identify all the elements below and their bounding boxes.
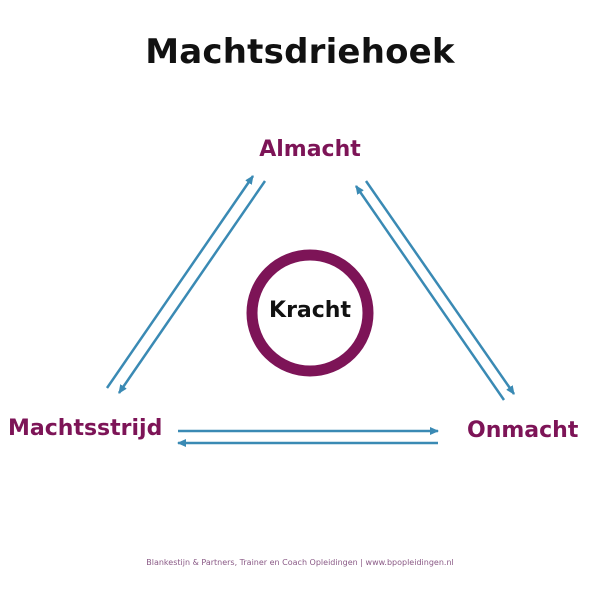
arrow-almacht-to-machtsstrijd (117, 180, 267, 394)
node-onmacht: Onmacht (467, 418, 579, 443)
arrow-onmacht-to-almacht (354, 185, 506, 401)
arrow-almacht-to-onmacht (364, 180, 516, 395)
node-almacht: Almacht (259, 137, 361, 162)
kracht-ring (246, 249, 374, 377)
node-machtsstrijd: Machtsstrijd (8, 416, 163, 441)
arrow-machtsstrijd-to-almacht (105, 175, 255, 389)
center-label-kracht: Kracht (269, 298, 351, 323)
page-title: Machtsdriehoek (145, 32, 455, 72)
footer-credit: Blankestijn & Partners, Trainer en Coach… (146, 558, 454, 567)
